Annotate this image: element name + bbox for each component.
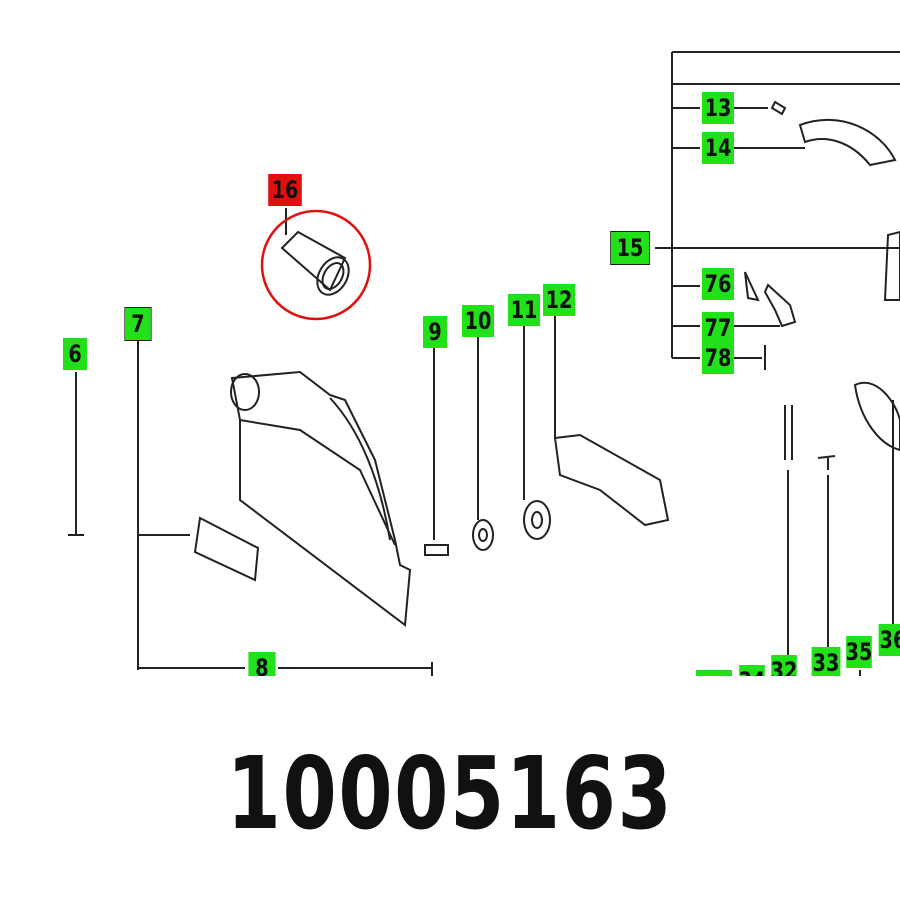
label-partial xyxy=(696,670,732,676)
label-78[interactable]: 78 xyxy=(702,342,734,374)
part-number: 10005163 xyxy=(226,735,674,852)
label-12[interactable]: 12 xyxy=(543,284,575,316)
label-7[interactable]: 7 xyxy=(124,307,152,341)
part-32-bolt xyxy=(784,405,793,460)
label-6[interactable]: 6 xyxy=(63,338,87,370)
label-34[interactable]: 34 xyxy=(739,665,765,676)
part-33-screw xyxy=(817,455,836,470)
guard-housing xyxy=(230,370,412,627)
part-bearing xyxy=(853,381,900,452)
label-16[interactable]: 16 xyxy=(268,174,302,206)
part-11-flange-hole xyxy=(531,511,543,529)
label-9[interactable]: 9 xyxy=(423,316,447,348)
label-76[interactable]: 76 xyxy=(702,268,734,300)
label-15[interactable]: 15 xyxy=(609,231,651,265)
label-14[interactable]: 14 xyxy=(702,132,734,164)
part-6-screw xyxy=(68,520,84,536)
part-7-label xyxy=(193,516,260,582)
label-8[interactable]: 8 xyxy=(248,652,276,676)
label-36[interactable]: 36 xyxy=(878,624,900,656)
label-32[interactable]: 32 xyxy=(771,655,797,676)
part-11-flange xyxy=(523,500,551,540)
part-10-washer xyxy=(472,519,494,551)
label-77[interactable]: 77 xyxy=(702,312,734,344)
exploded-parts-diagram: 6 7 8 9 10 11 12 13 14 15 16 76 77 78 32… xyxy=(63,51,900,676)
label-11[interactable]: 11 xyxy=(508,294,540,326)
part-15-housing xyxy=(883,230,900,301)
part-13-screw xyxy=(770,100,787,116)
part-77-lever xyxy=(763,283,797,328)
part-14-cover xyxy=(798,119,897,167)
part-16-sleeve xyxy=(280,230,350,296)
part-9-screw xyxy=(424,544,449,556)
highlight-circle xyxy=(260,209,372,321)
part-12-bracket xyxy=(553,433,670,527)
label-13[interactable]: 13 xyxy=(702,92,734,124)
parts-drawing xyxy=(68,51,900,676)
label-33[interactable]: 33 xyxy=(811,647,841,676)
part-10-washer-hole xyxy=(478,528,488,542)
label-35[interactable]: 35 xyxy=(845,636,873,668)
leader-lines xyxy=(75,51,900,676)
part-76-spring xyxy=(744,271,760,302)
label-10[interactable]: 10 xyxy=(462,305,494,337)
